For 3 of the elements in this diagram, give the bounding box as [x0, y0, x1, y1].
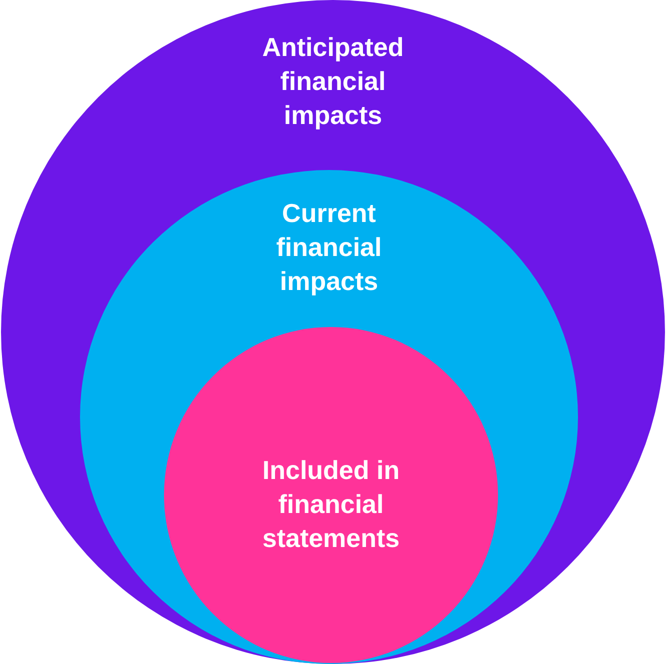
circle-label: Anticipated financial impacts [261, 31, 405, 132]
circle-label: Included in financial statements [261, 454, 401, 555]
circle-label: Current financial impacts [275, 197, 383, 298]
